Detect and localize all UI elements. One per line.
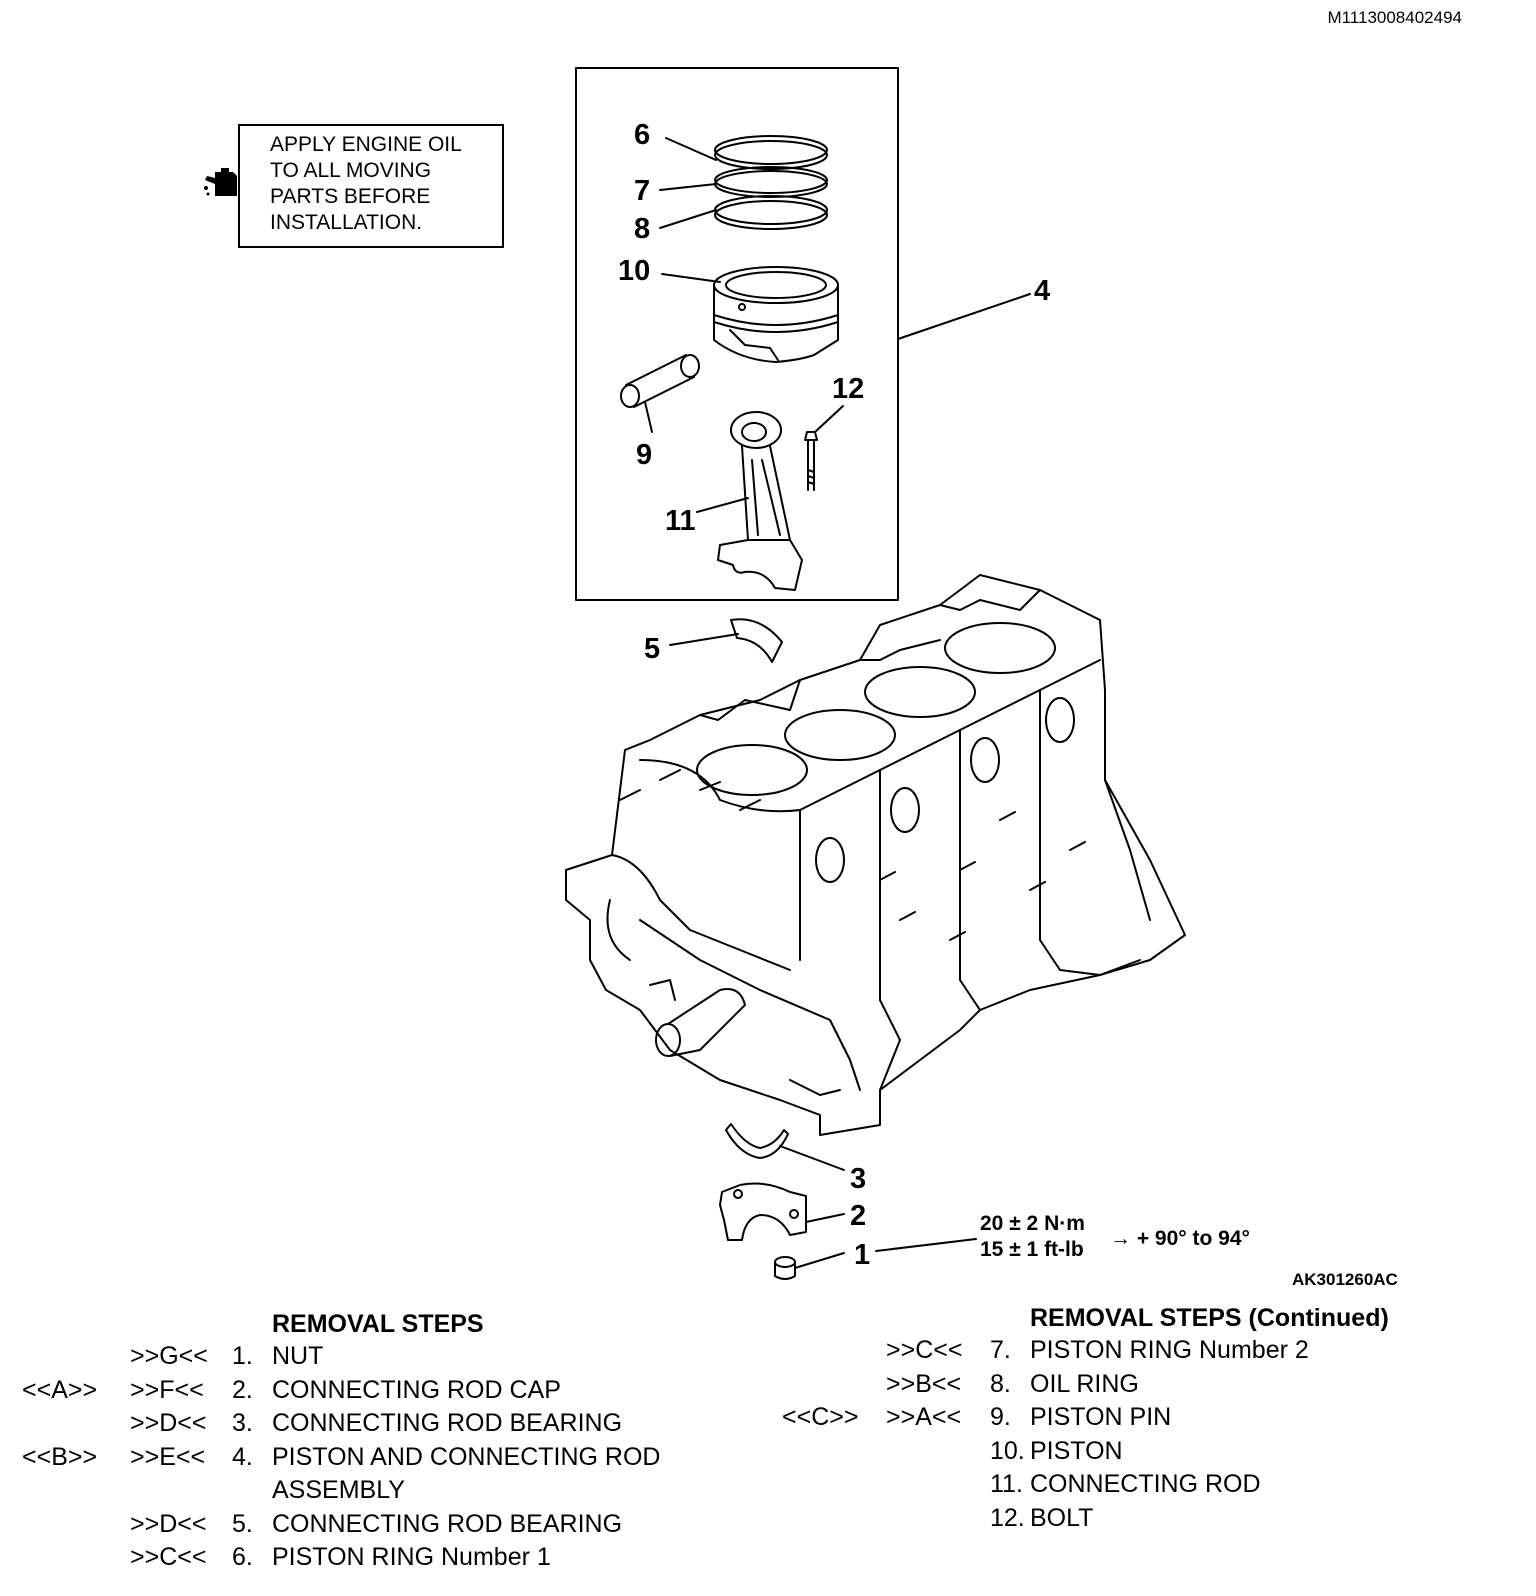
callout-7: 7 [634,175,651,207]
step-label: CONNECTING ROD BEARING [272,1509,623,1538]
connecting-rod [717,411,803,591]
step-ref-b: >>E<< [130,1442,206,1471]
removal-steps-continued-title: REMOVAL STEPS (Continued) [1030,1304,1389,1332]
torque-nm: 20 ± 2 N·m [980,1212,1085,1235]
piston-pin [620,354,700,408]
step-label: PISTON PIN [1030,1403,1172,1431]
document-id: M1113008402494 [1327,8,1462,27]
oil-can-icon [203,166,243,207]
step-label: NUT [272,1342,324,1370]
callout-4: 4 [1034,275,1051,307]
step-ref-b: >>D<< [130,1409,207,1437]
callout-10: 10 [618,255,651,287]
callout-6: 6 [634,119,651,151]
step-label: PISTON [1030,1436,1123,1465]
piston-rings [714,135,828,230]
step-ref-a: <<B>> [22,1442,98,1471]
oil-note-box: APPLY ENGINE OIL TO ALL MOVING PARTS BEF… [238,124,504,248]
step-ref-b: >>F<< [130,1375,204,1404]
nut [774,1256,796,1280]
callout-8: 8 [634,213,651,245]
step-ref-a: <<C>> [782,1403,859,1431]
step-label: PISTON AND CONNECTING ROD [272,1442,661,1471]
step-label: CONNECTING ROD [1030,1470,1261,1498]
upper-bearing [730,618,783,663]
step-label: BOLT [1030,1503,1094,1532]
torque-angle: → + 90° to 94° [1110,1227,1250,1250]
step-label: CONNECTING ROD BEARING [272,1409,623,1437]
cylinder-block [565,574,1186,1136]
step-ref-b: >>D<< [130,1509,207,1538]
step-number: 3. [232,1409,253,1437]
piston [713,266,839,363]
step-label: CONNECTING ROD CAP [272,1375,561,1404]
step-number: 11. [990,1470,1023,1498]
step-number: 1. [232,1342,253,1370]
step-ref-a: <<A>> [22,1375,98,1404]
step-ref-b: >>G<< [130,1342,208,1370]
step-number: 10. [990,1436,1025,1465]
step-number: 12. [990,1503,1025,1532]
step-ref-b: >>C<< [130,1543,207,1571]
step-label: OIL RING [1030,1369,1139,1398]
step-number: 2. [232,1375,253,1404]
step-number: 7. [990,1336,1011,1364]
callout-2: 2 [850,1200,867,1232]
step-label: PISTON RING Number 2 [1030,1336,1309,1364]
note-line: APPLY ENGINE OIL [270,133,462,156]
step-number: 5. [232,1509,253,1538]
callout-3: 3 [850,1163,867,1195]
step-ref-b: >>B<< [886,1369,962,1398]
step-number: 6. [232,1543,253,1571]
step-label: ASSEMBLY [272,1476,405,1504]
step-number: 9. [990,1403,1011,1431]
callout-9: 9 [636,439,653,471]
leader-lines [644,137,1031,1269]
callout-12: 12 [832,373,865,405]
figure-id: AK301260AC [1292,1270,1398,1289]
callout-11: 11 [665,505,696,537]
step-number: 4. [232,1442,253,1471]
bolt [804,431,818,491]
step-label: PISTON RING Number 1 [272,1543,551,1571]
lower-bearing [725,1123,789,1159]
note-line: TO ALL MOVING [270,159,432,182]
torque-ftlb: 15 ± 1 ft-lb [980,1238,1084,1261]
connecting-rod-cap [719,1182,807,1241]
removal-steps-title: REMOVAL STEPS [272,1310,484,1338]
note-line: INSTALLATION. [270,211,423,234]
callout-5: 5 [644,633,661,665]
step-ref-b: >>A<< [886,1403,962,1431]
note-line: PARTS BEFORE [270,185,431,208]
piston-assembly-frame [575,67,899,601]
callout-1: 1 [854,1239,871,1271]
step-ref-b: >>C<< [886,1336,963,1364]
engine-block-exploded-diagram [565,67,1186,1280]
step-number: 8. [990,1369,1011,1398]
